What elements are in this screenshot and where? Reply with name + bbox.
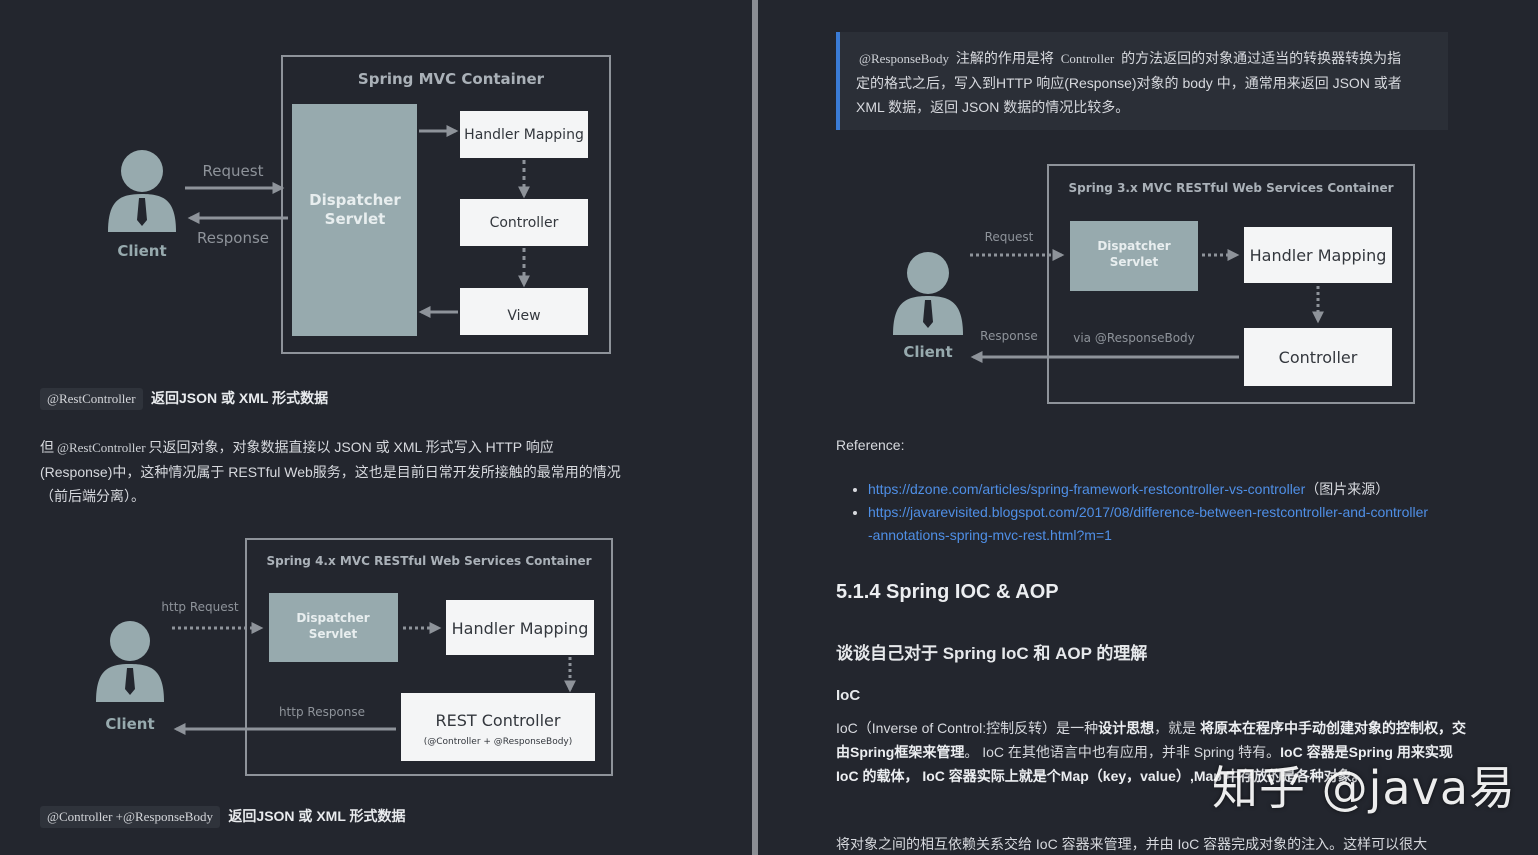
request-label: Request bbox=[985, 230, 1034, 244]
container-title: Spring 3.x MVC RESTful Web Services Cont… bbox=[1069, 181, 1394, 195]
question-heading: 谈谈自己对于 Spring IoC 和 AOP 的理解 bbox=[836, 644, 1148, 663]
spring-4x-rest-diagram: Spring 4.x MVC RESTful Web Services Cont… bbox=[96, 538, 613, 776]
controller-responsebody-title: 返回JSON 或 XML 形式数据 bbox=[228, 808, 406, 824]
controller-label: Controller bbox=[1279, 348, 1358, 367]
inline-code-restcontroller: @RestController bbox=[57, 440, 146, 455]
container-border bbox=[245, 538, 613, 776]
container-title: Spring MVC Container bbox=[358, 70, 545, 88]
inline-code-responsebody: @ResponseBody bbox=[859, 51, 949, 66]
container-border bbox=[281, 55, 611, 354]
client-person-icon bbox=[96, 621, 164, 702]
http-response-label: http Response bbox=[279, 705, 365, 719]
zhihu-watermark: 知乎 @java易 bbox=[1212, 761, 1517, 815]
pane-divider[interactable] bbox=[752, 0, 758, 855]
left-document-pane[interactable]: Spring MVC Container Dispatcher Servlet … bbox=[0, 0, 752, 855]
handler-mapping-box bbox=[446, 600, 594, 655]
handler-mapping-box bbox=[1244, 227, 1392, 283]
reference-label: Reference: bbox=[836, 437, 905, 453]
dispatcher-label-1: Dispatcher bbox=[1097, 239, 1170, 253]
via-responsebody-label: via @ResponseBody bbox=[1073, 331, 1195, 345]
responsebody-blockquote: @ResponseBody 注解的作用是将 Controller 的方法返回的对… bbox=[836, 32, 1448, 130]
http-request-label: http Request bbox=[161, 600, 238, 614]
spring-3x-rest-diagram: Spring 3.x MVC RESTful Web Services Cont… bbox=[893, 164, 1415, 404]
ioc-heading: IoC bbox=[836, 687, 861, 704]
controller-label: Controller bbox=[490, 215, 559, 231]
rest-controller-label: REST Controller bbox=[436, 711, 561, 730]
container-border bbox=[1047, 164, 1415, 404]
dispatcher-servlet-box bbox=[292, 104, 417, 336]
dispatcher-label-1: Dispatcher bbox=[309, 191, 401, 209]
controller-box bbox=[1244, 328, 1392, 386]
controller-responsebody-heading: @Controller +@ResponseBody 返回JSON 或 XML … bbox=[40, 806, 406, 828]
container-title: Spring 4.x MVC RESTful Web Services Cont… bbox=[267, 554, 592, 568]
response-label: Response bbox=[980, 329, 1038, 343]
controller-box bbox=[460, 199, 588, 246]
response-label: Response bbox=[197, 229, 269, 247]
section-heading-514: 5.1.4 Spring IOC & AOP bbox=[836, 581, 1059, 603]
client-label: Client bbox=[117, 242, 166, 260]
ioc-injection-line: 将对象之间的相互依赖关系交给 IoC 容器来管理，并由 IoC 容器完成对象的注… bbox=[836, 836, 1428, 852]
reference-link-javarevisited[interactable]: https://javarevisited.blogspot.com/2017/… bbox=[868, 504, 1429, 543]
spring-mvc-diagram: Spring MVC Container Dispatcher Servlet … bbox=[108, 55, 611, 354]
dispatcher-label-1: Dispatcher bbox=[296, 611, 369, 625]
dispatcher-label-2: Servlet bbox=[309, 627, 358, 641]
dispatcher-servlet-box bbox=[269, 593, 398, 662]
reference-item: https://dzone.com/articles/spring-framew… bbox=[868, 478, 1508, 501]
reference-item: https://javarevisited.blogspot.com/2017/… bbox=[868, 501, 1508, 547]
rest-controller-sublabel: (@Controller + @ResponseBody) bbox=[424, 737, 573, 747]
controller-responsebody-code-tag: @Controller +@ResponseBody bbox=[40, 806, 220, 828]
client-label: Client bbox=[105, 715, 154, 733]
reference-link-dzone[interactable]: https://dzone.com/articles/spring-framew… bbox=[868, 481, 1306, 497]
reference-list: https://dzone.com/articles/spring-framew… bbox=[836, 478, 1508, 547]
request-label: Request bbox=[203, 162, 264, 180]
view-box bbox=[460, 288, 588, 335]
dispatcher-servlet-box bbox=[1070, 221, 1198, 291]
inline-code-controller: Controller bbox=[1060, 51, 1115, 66]
handler-mapping-box bbox=[460, 111, 588, 158]
client-person-icon bbox=[893, 252, 963, 335]
dispatcher-label-2: Servlet bbox=[325, 210, 386, 228]
right-document-pane[interactable]: @ResponseBody 注解的作用是将 Controller 的方法返回的对… bbox=[758, 0, 1538, 855]
ioc-paragraph: IoC（Inverse of Control:控制反转）是一种设计思想，就是 将… bbox=[836, 720, 1467, 784]
dispatcher-label-2: Servlet bbox=[1110, 255, 1159, 269]
view-label: View bbox=[507, 308, 540, 324]
restcontroller-title: 返回JSON 或 XML 形式数据 bbox=[150, 390, 329, 406]
restcontroller-heading: @RestController 返回JSON 或 XML 形式数据 bbox=[40, 388, 328, 410]
client-label: Client bbox=[903, 343, 952, 361]
client-person-icon bbox=[108, 150, 176, 232]
rest-controller-box bbox=[401, 693, 595, 761]
handler-mapping-label: Handler Mapping bbox=[452, 619, 589, 638]
handler-mapping-label: Handler Mapping bbox=[464, 127, 584, 143]
handler-mapping-label: Handler Mapping bbox=[1250, 246, 1387, 265]
restcontroller-code-tag: @RestController bbox=[40, 388, 143, 410]
